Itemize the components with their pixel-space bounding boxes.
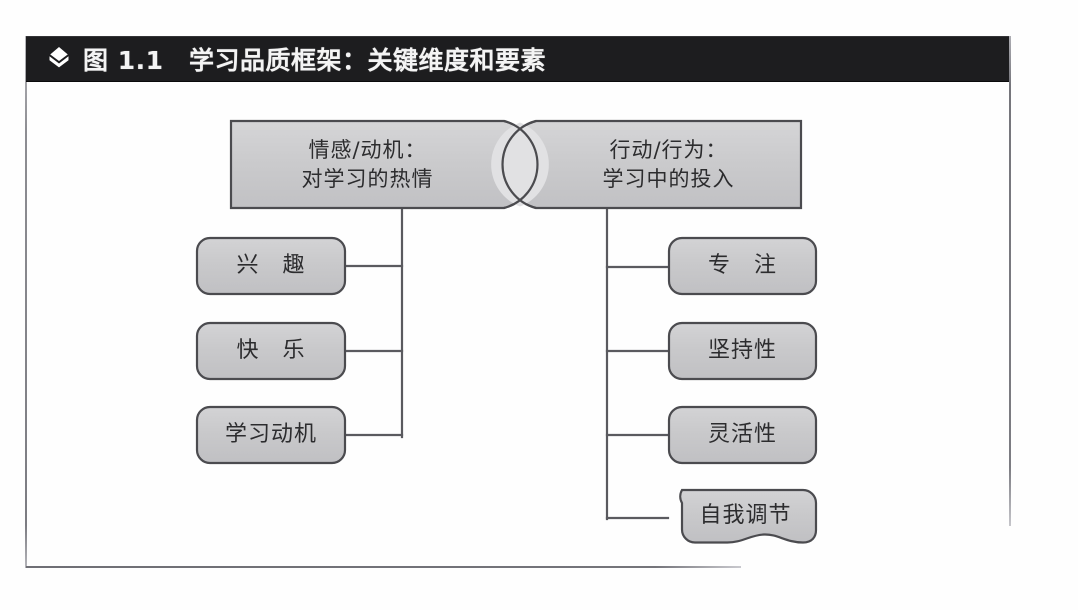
node-label: 坚持性 [707, 337, 777, 363]
left-box-arc [503, 119, 539, 210]
double-chevron-diamond-icon [44, 44, 74, 74]
top-node-shapes [229, 119, 803, 210]
node-label: 灵活性 [707, 421, 777, 447]
node-focus[interactable]: 专 注 [669, 238, 816, 294]
right-box-arc [501, 119, 537, 210]
node-label: 自我调节 [699, 502, 792, 528]
node-label-line-2: 学习中的投入 [602, 166, 735, 191]
node-label-line-2: 对学习的热情 [301, 166, 434, 191]
left-leaf-shapes [195, 236, 347, 465]
frame-border-right [1009, 36, 1011, 526]
node-self-regulation[interactable]: 自我调节 [672, 490, 819, 542]
node-emotion-motivation[interactable]: 情感/动机： 对学习的热情 [231, 121, 504, 208]
figure-title: 图 1.1 学习品质框架：关键维度和要素 [83, 46, 546, 75]
node-flexibility[interactable]: 灵活性 [669, 407, 816, 463]
connector-lines [344, 206, 670, 521]
node-happiness[interactable]: 快 乐 [197, 323, 345, 379]
node-persistence[interactable]: 坚持性 [669, 323, 816, 379]
node-label-line-1: 行动/行为： [609, 137, 728, 162]
node-label-line-1: 情感/动机： [308, 137, 427, 162]
frame-border-left [25, 36, 27, 568]
interest-box-shape[interactable] [195, 236, 347, 296]
learning-motivation-box-shape[interactable] [195, 405, 347, 465]
node-label: 快 乐 [236, 337, 306, 363]
persistence-box-shape[interactable] [667, 321, 818, 381]
intersection-lens [491, 122, 549, 207]
diagram-shapes [195, 119, 818, 544]
frame-border-bottom [26, 566, 741, 568]
node-label: 兴 趣 [236, 252, 306, 278]
node-interest[interactable]: 兴 趣 [197, 238, 345, 294]
learning-quality-framework-diagram: 情感/动机： 对学习的热情 行动/行为： 学习中的投入 兴 趣 快 乐 学习动机… [26, 82, 1009, 566]
self-regulation-box-shape[interactable] [679, 488, 818, 544]
focus-box-shape[interactable] [667, 236, 818, 296]
node-label: 专 注 [707, 252, 777, 278]
figure-caption-bar: 图 1.1 学习品质框架：关键维度和要素 [26, 36, 1009, 82]
happiness-box-shape[interactable] [195, 321, 347, 381]
right-leaf-shapes [667, 236, 818, 544]
flexibility-box-shape[interactable] [667, 405, 818, 465]
node-action-behavior[interactable]: 行动/行为： 学习中的投入 [536, 121, 801, 208]
node-label: 学习动机 [224, 421, 317, 447]
node-learning-motivation[interactable]: 学习动机 [197, 407, 345, 463]
